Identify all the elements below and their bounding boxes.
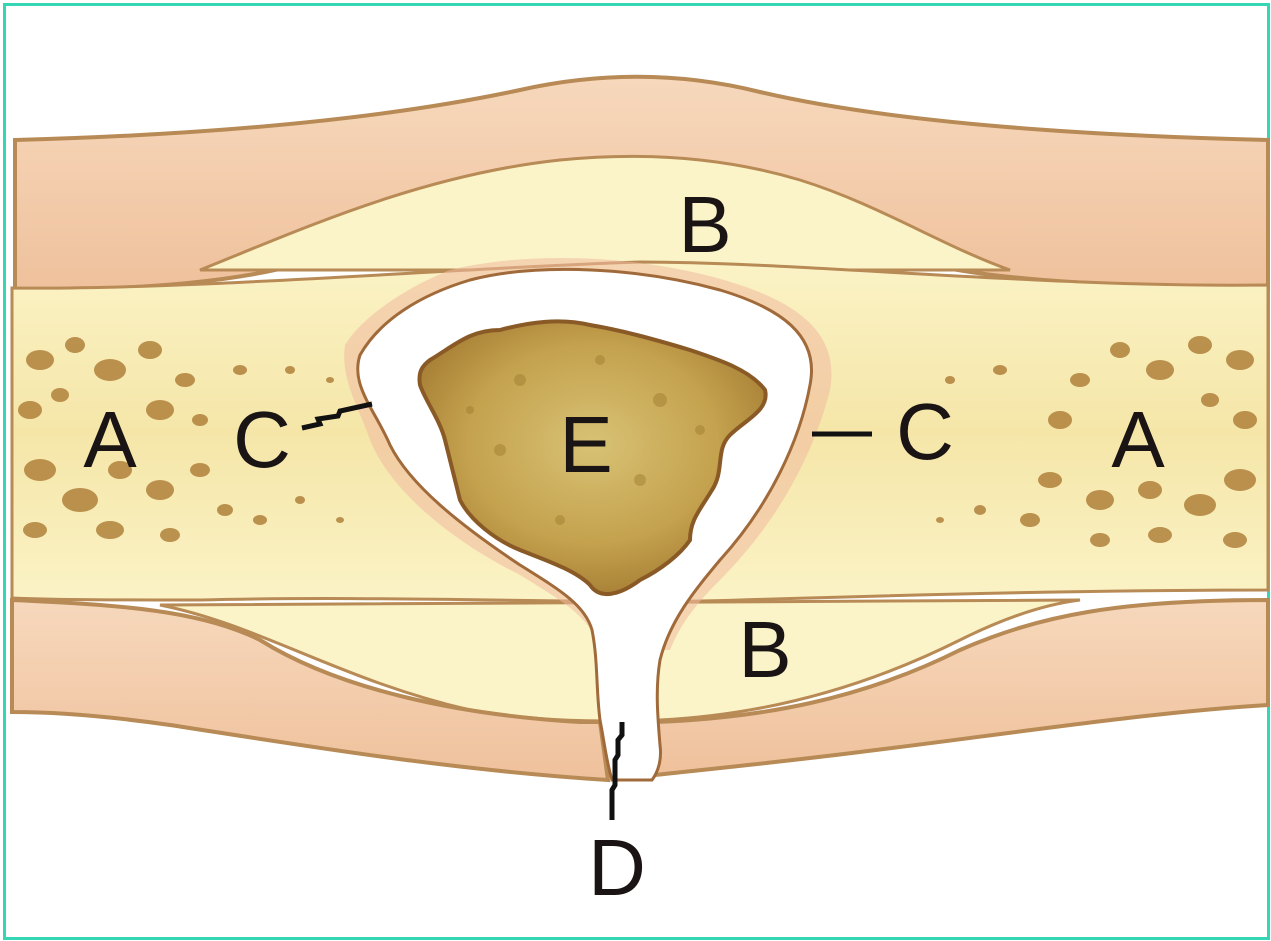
- label-b-top: B: [678, 185, 731, 265]
- label-a-right: A: [1111, 400, 1164, 480]
- label-e: E: [559, 405, 612, 485]
- label-b-bottom: B: [738, 610, 791, 690]
- label-d: D: [588, 828, 646, 908]
- label-c-right: C: [896, 392, 954, 472]
- label-a-left: A: [83, 400, 136, 480]
- label-c-left: C: [233, 400, 291, 480]
